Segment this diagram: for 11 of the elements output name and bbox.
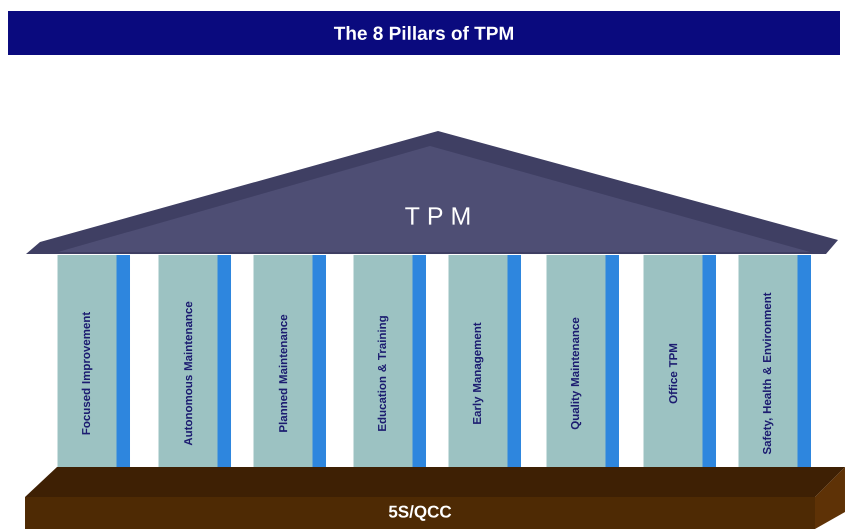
pillar: Quality Maintenance xyxy=(546,255,619,492)
title-bar: The 8 Pillars of TPM xyxy=(8,11,840,55)
pillar: Focused Improvement xyxy=(58,255,130,492)
base-platform: 5S/QCC xyxy=(25,467,845,529)
pillar: Education & Training xyxy=(354,255,426,492)
pillar: Safety, Health & Environment xyxy=(738,255,811,492)
pillar: Early Management xyxy=(448,255,521,492)
pillar: Office TPM xyxy=(644,255,716,492)
roof: T P M xyxy=(26,131,838,254)
pillar: Planned Maintenance xyxy=(254,255,326,492)
pillar: Autonomous Maintenance xyxy=(158,255,231,492)
